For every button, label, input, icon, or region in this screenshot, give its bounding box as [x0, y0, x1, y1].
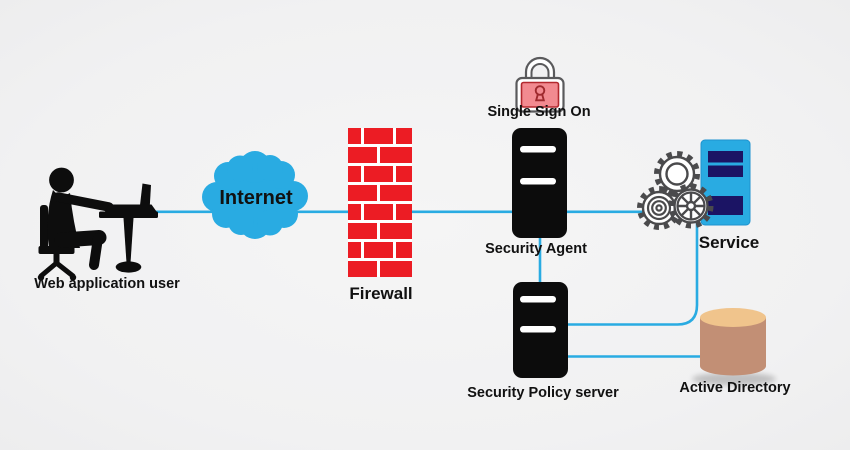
- gear-ring: [654, 151, 700, 197]
- policy-server-icon: [513, 282, 568, 378]
- firewall-label: Firewall: [349, 284, 413, 303]
- sso-label: Single Sign On: [487, 104, 591, 120]
- user-label: Web application user: [34, 276, 180, 292]
- security-agent-label: Security Agent: [485, 241, 587, 257]
- internet-cloud-icon: [202, 151, 308, 239]
- user-icon: [37, 167, 158, 281]
- internet-label: Internet: [219, 187, 293, 209]
- sso-lock-icon: [515, 56, 565, 113]
- policy-server-label: Security Policy server: [467, 385, 619, 401]
- connectors: [150, 210, 701, 358]
- service-server-icon: [700, 139, 751, 226]
- gears-icon: [637, 151, 714, 230]
- active-directory-label: Active Directory: [679, 380, 791, 396]
- gear-spoke: [668, 183, 714, 229]
- service-label: Service: [698, 233, 760, 252]
- connector-service-policyserver: [566, 222, 699, 326]
- firewall-icon: [348, 128, 412, 277]
- active-directory-database-icon: [692, 308, 776, 386]
- security-agent-server-icon: [512, 128, 567, 238]
